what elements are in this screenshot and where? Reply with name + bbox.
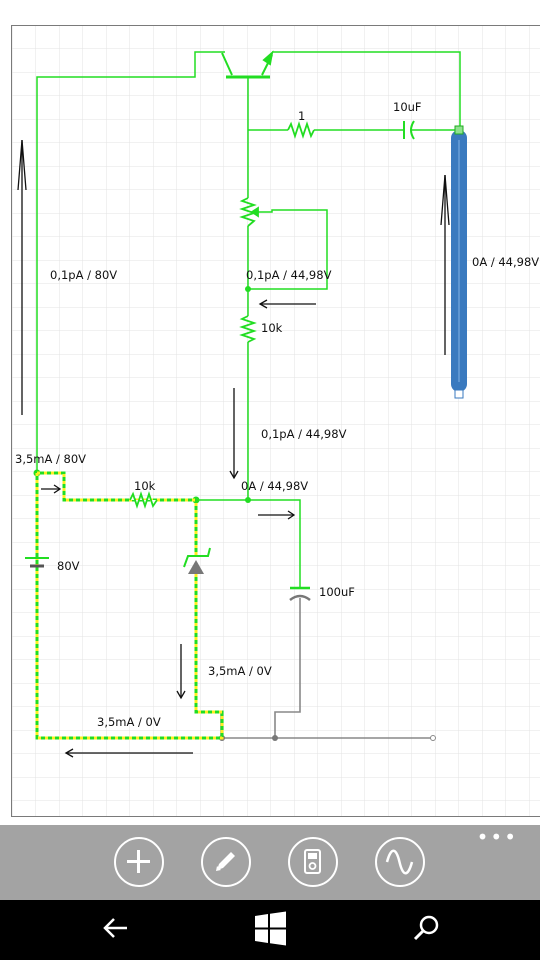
label-left-wire: 0,1pA / 80V [50,268,117,282]
label-resistor-top: 1 [298,109,305,123]
start-button[interactable] [240,900,300,960]
more-button[interactable]: ••• [476,825,518,849]
multimeter-icon [304,849,321,874]
capacitor-top[interactable] [403,120,415,140]
open-terminal[interactable] [430,735,436,741]
label-mid-wire: 0,1pA / 44,98V [261,427,347,441]
circuit-canvas[interactable]: 1 10uF 0,1pA / 80V 0,1pA / 44,98V 0A / 4… [0,0,540,825]
label-pot: 0,1pA / 44,98V [246,268,332,282]
sine-wave-icon [385,849,414,875]
app-bar: ••• [0,825,540,900]
pencil-icon [216,852,235,871]
label-node-left: 3,5mA / 80V [15,452,86,466]
battery[interactable] [25,557,49,568]
edit-button[interactable] [201,837,251,887]
label-lamp: 0A / 44,98V [472,255,539,269]
back-icon [103,918,127,938]
search-icon [413,915,439,941]
label-capacitor-bottom: 100uF [319,585,355,599]
label-capacitor-top: 10uF [393,100,422,114]
label-battery: 80V [57,559,80,573]
transistor[interactable] [221,50,274,79]
current-path [35,471,224,740]
label-zener: 3,5mA / 0V [208,664,272,678]
active-wires [36,51,461,588]
zener-diode[interactable] [183,547,211,574]
system-nav-bar [0,900,540,960]
plus-icon [127,850,150,873]
label-resistor-bottom: 10k [134,479,156,493]
capacitor-bottom[interactable] [289,586,311,602]
current-arrows [17,139,450,758]
search-button[interactable] [396,900,456,960]
label-resistor-mid: 10k [261,321,283,335]
back-button[interactable] [85,900,145,960]
canvas-frame [11,25,540,817]
add-component-button[interactable] [114,837,164,887]
signal-button[interactable] [375,837,425,887]
resistor-top[interactable] [287,121,315,139]
circuit-diagram[interactable]: 1 10uF 0,1pA / 80V 0,1pA / 44,98V 0A / 4… [0,0,540,825]
windows-icon [255,911,286,946]
meter-button[interactable] [288,837,338,887]
label-node-mid: 0A / 44,98V [241,479,308,493]
resistor-mid[interactable] [239,315,257,343]
lamp[interactable] [451,125,467,399]
label-ground: 3,5mA / 0V [97,715,161,729]
resistor-bottom[interactable] [129,491,158,509]
potentiometer[interactable] [239,197,259,227]
